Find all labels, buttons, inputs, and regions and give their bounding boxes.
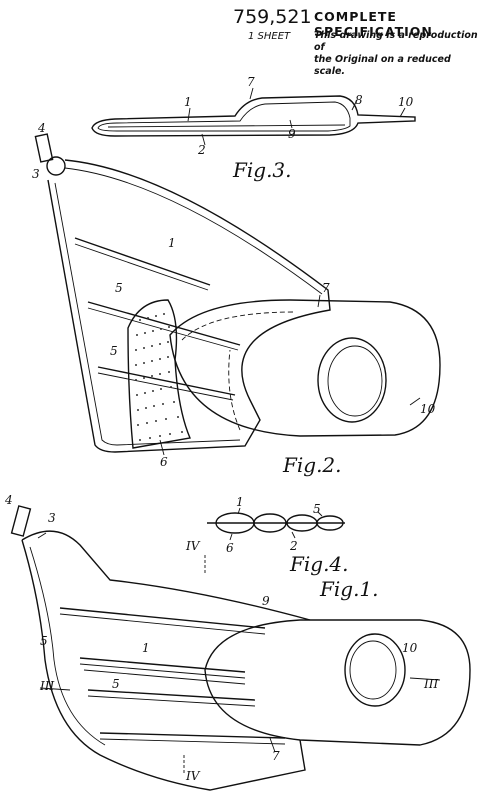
fig3-label-9: 9 xyxy=(288,127,296,141)
fig1-label-7: 7 xyxy=(272,749,280,763)
fig3-label-2: 2 xyxy=(197,143,206,157)
fig3-label-8: 8 xyxy=(355,93,363,107)
fig3-label-1: 1 xyxy=(184,95,192,109)
sheet-count: 1 SHEET xyxy=(248,31,291,42)
fig4-label-5: 5 xyxy=(313,502,321,516)
fig2-caption: Fig.2. xyxy=(282,453,342,477)
fig1-label-5a: 5 xyxy=(40,634,48,648)
fig1-label-sec-iv-top: IV xyxy=(185,539,201,553)
fig4-label-2: 2 xyxy=(289,539,298,553)
reproduction-note: This drawing is a reproduction of the Or… xyxy=(314,30,485,78)
note-line-1: This drawing is a reproduction of xyxy=(314,30,478,53)
fig2-label-10: 10 xyxy=(420,402,436,416)
fig3-drawing xyxy=(91,87,416,146)
fig2-label-4: 4 xyxy=(37,121,46,135)
fig2-label-1: 1 xyxy=(168,236,176,250)
fig2-label-7: 7 xyxy=(322,281,330,295)
fig4-drawing xyxy=(207,507,345,541)
fig1-label-10: 10 xyxy=(402,641,418,655)
specification-title: COMPLETE SPECIFICATION xyxy=(314,9,433,39)
fig2-label-5a: 5 xyxy=(115,281,123,295)
fig4-label-1: 1 xyxy=(236,495,244,509)
fig2-label-6: 6 xyxy=(160,455,168,469)
fig1-label-9: 9 xyxy=(262,594,270,608)
fig1-label-sec-iii-right: III xyxy=(423,677,438,691)
fig1-label-sec-iv-bottom: IV xyxy=(185,769,201,783)
fig2-drawing xyxy=(34,133,441,456)
fig3-caption: Fig.3. xyxy=(232,158,292,182)
fig1-label-4: 4 xyxy=(4,493,13,507)
fig4-label-6: 6 xyxy=(226,541,234,555)
fig1-label-5b: 5 xyxy=(112,677,120,691)
fig4-caption: Fig.4. xyxy=(289,552,349,576)
fig2-label-5b: 5 xyxy=(110,344,118,358)
patent-number: 759,521 xyxy=(233,6,312,28)
fig1-drawing xyxy=(10,505,471,791)
fig1-label-sec-iii-left: III xyxy=(39,679,54,693)
fig2-label-3: 3 xyxy=(32,167,40,181)
note-line-2: the Original on a reduced scale. xyxy=(314,54,451,77)
fig1-caption: Fig.1. xyxy=(319,577,379,601)
fig3-label-10: 10 xyxy=(398,95,414,109)
fig1-label-1: 1 xyxy=(142,641,150,655)
fig1-label-3: 3 xyxy=(48,511,56,525)
fig3-label-7: 7 xyxy=(247,75,255,89)
